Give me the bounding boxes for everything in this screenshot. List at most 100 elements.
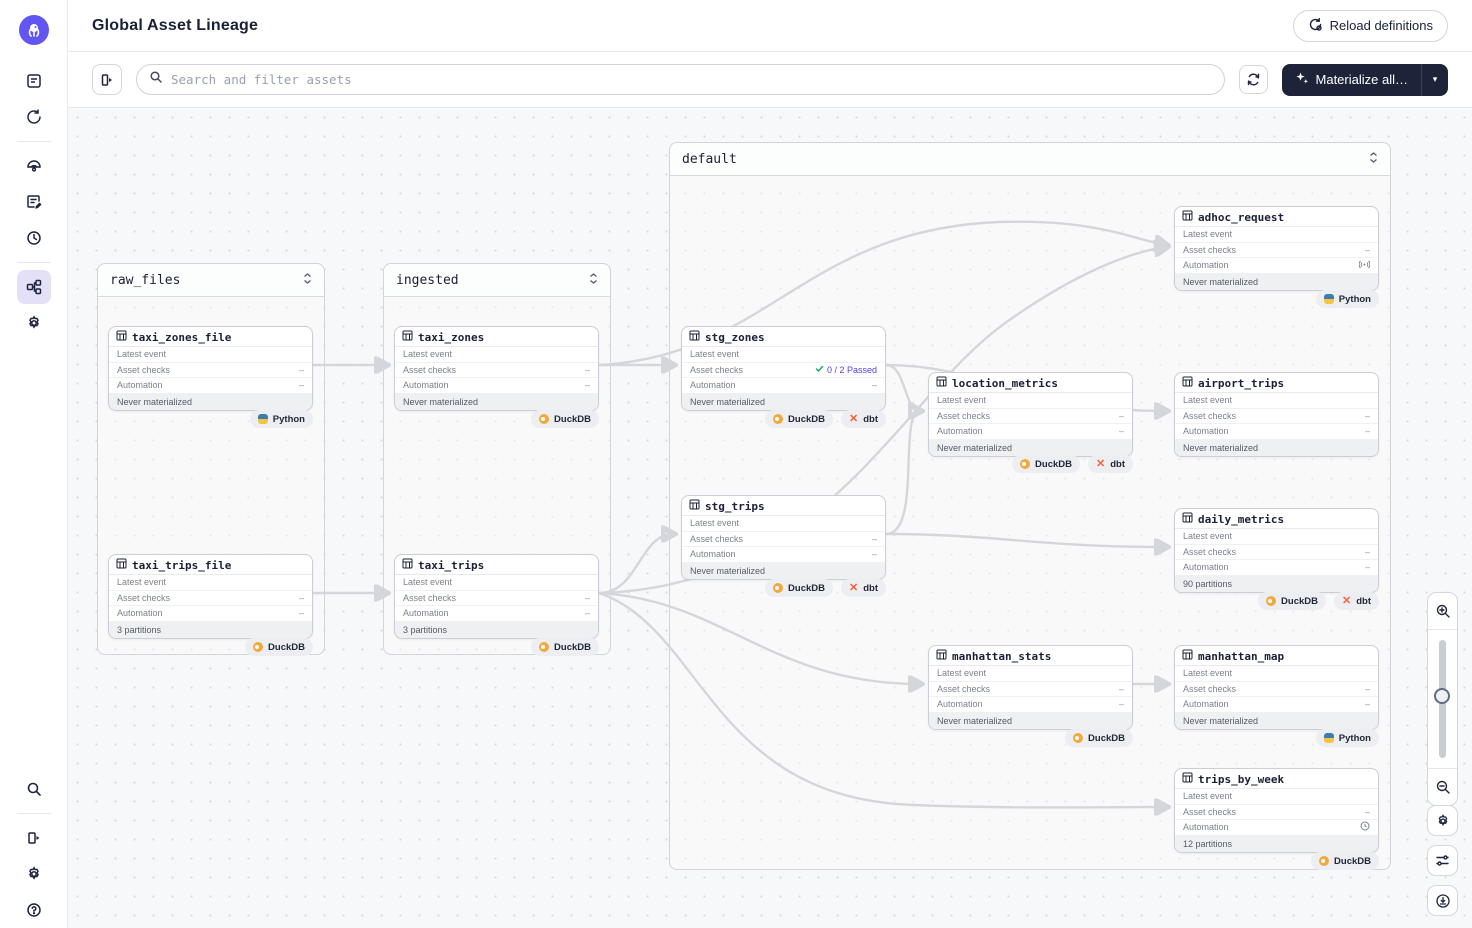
page-title: Global Asset Lineage	[92, 17, 258, 35]
compute-kind-badge[interactable]: DuckDB	[531, 410, 599, 428]
schedule-clock-icon[interactable]	[1360, 821, 1370, 833]
nav-deployment-icon[interactable]	[17, 149, 51, 183]
asset-node-airport-trips[interactable]: airport_trips Latest event Asset checks–…	[1174, 372, 1379, 457]
row-label: Asset checks	[1183, 547, 1236, 557]
compute-kind-badge[interactable]: Python	[1316, 290, 1379, 308]
help-icon[interactable]	[17, 893, 51, 927]
asset-node-taxi-trips-file[interactable]: taxi_trips_file Latest event Asset check…	[108, 554, 313, 639]
refresh-button[interactable]	[1239, 65, 1268, 94]
compute-kind-badge[interactable]: DuckDB	[1258, 592, 1326, 610]
duckdb-icon	[1266, 596, 1276, 606]
row-value: –	[1119, 684, 1124, 694]
asset-node-stg-trips[interactable]: stg_trips Latest event Asset checks– Aut…	[681, 495, 886, 580]
dagster-logo[interactable]	[19, 15, 49, 45]
asset-node-location-metrics[interactable]: location_metrics Latest event Asset chec…	[928, 372, 1133, 457]
row-label: Automation	[403, 380, 449, 390]
table-icon	[116, 330, 127, 344]
asset-node-taxi-trips[interactable]: taxi_trips Latest event Asset checks– Au…	[394, 554, 599, 639]
materialize-all-button[interactable]: Materialize all…	[1282, 64, 1421, 96]
row-label: Automation	[690, 549, 736, 559]
nav-settings-icon[interactable]	[17, 306, 51, 340]
badge-label: DuckDB	[554, 414, 591, 425]
row-label: Automation	[117, 608, 163, 618]
graph-settings-button[interactable]	[1427, 805, 1458, 836]
graph-filters-button[interactable]	[1427, 845, 1458, 876]
rail-divider	[17, 262, 51, 263]
nav-runs-icon[interactable]	[17, 100, 51, 134]
asset-name: stg_zones	[705, 331, 765, 344]
zoom-out-button[interactable]	[1428, 769, 1457, 805]
row-label: Latest event	[403, 577, 452, 587]
search-input[interactable]	[171, 72, 1212, 87]
nav-overview-icon[interactable]	[17, 64, 51, 98]
compute-kind-badge[interactable]: Python	[1316, 729, 1379, 747]
asset-name: airport_trips	[1198, 377, 1284, 390]
expand-panel-icon[interactable]	[17, 821, 51, 855]
table-icon	[1182, 210, 1193, 224]
asset-checks-link[interactable]: 0 / 2 Passed	[815, 364, 877, 375]
compute-kind-badge[interactable]: DuckDB	[245, 638, 313, 656]
asset-node-trips-by-week[interactable]: trips_by_week Latest event Asset checks–…	[1174, 768, 1379, 853]
row-value: –	[1365, 426, 1370, 436]
badge-label: DuckDB	[788, 414, 825, 425]
asset-node-taxi-zones[interactable]: taxi_zones Latest event Asset checks– Au…	[394, 326, 599, 411]
checks-value: 0 / 2 Passed	[827, 365, 877, 375]
row-label: Asset checks	[1183, 411, 1236, 421]
table-icon	[1182, 772, 1193, 786]
asset-node-adhoc-request[interactable]: adhoc_request Latest event Asset checks–…	[1174, 206, 1379, 291]
asset-node-daily-metrics[interactable]: daily_metrics Latest event Asset checks–…	[1174, 508, 1379, 593]
user-settings-icon[interactable]	[17, 857, 51, 891]
row-label: Asset checks	[690, 534, 743, 544]
zoom-in-button[interactable]	[1428, 593, 1457, 629]
badge-label: dbt	[863, 414, 878, 425]
compute-kind-badge[interactable]: ✕dbt	[841, 579, 886, 597]
zoom-slider-handle[interactable]	[1434, 688, 1450, 704]
reload-definitions-button[interactable]: Reload definitions	[1293, 10, 1448, 42]
compute-kind-badge[interactable]: ✕dbt	[1088, 455, 1133, 473]
compute-kind-badge[interactable]: Python	[250, 410, 313, 428]
rail-search-icon[interactable]	[17, 772, 51, 806]
asset-name: stg_trips	[705, 500, 765, 513]
asset-node-manhattan-map[interactable]: manhattan_map Latest event Asset checks–…	[1174, 645, 1379, 730]
nav-jobs-icon[interactable]	[17, 185, 51, 219]
asset-node-manhattan-stats[interactable]: manhattan_stats Latest event Asset check…	[928, 645, 1133, 730]
asset-search-bar[interactable]	[136, 64, 1225, 95]
compute-kind-badge[interactable]: ✕dbt	[841, 410, 886, 428]
chevron-down-icon: ▾	[1433, 74, 1438, 85]
asset-node-taxi-zones-file[interactable]: taxi_zones_file Latest event Asset check…	[108, 326, 313, 411]
partitions-status: 12 partitions	[1175, 836, 1378, 852]
left-nav-rail	[0, 0, 68, 928]
badge-label: DuckDB	[554, 642, 591, 653]
reload-definitions-label: Reload definitions	[1330, 18, 1433, 33]
asset-node-stg-zones[interactable]: stg_zones Latest event Asset checks 0 / …	[681, 326, 886, 411]
compute-kind-badge[interactable]: DuckDB	[1065, 729, 1133, 747]
compute-kind-badge[interactable]: DuckDB	[1311, 852, 1379, 870]
compute-kind-badge[interactable]: ✕dbt	[1334, 592, 1379, 610]
compute-kind-badge[interactable]: DuckDB	[531, 638, 599, 656]
lineage-graph-canvas[interactable]: raw_files ingested default	[68, 108, 1472, 928]
row-label: Asset checks	[117, 593, 170, 603]
zoom-slider-track[interactable]	[1439, 640, 1446, 758]
toggle-sidebar-button[interactable]	[92, 64, 122, 95]
nav-schedules-icon[interactable]	[17, 221, 51, 255]
sparkle-icon	[1295, 71, 1309, 88]
row-label: Automation	[1183, 426, 1229, 436]
compute-kind-badge[interactable]: DuckDB	[765, 410, 833, 428]
row-value: –	[585, 593, 590, 603]
compute-kind-badge[interactable]: DuckDB	[765, 579, 833, 597]
sensor-icon[interactable]	[1359, 260, 1370, 271]
row-label: Asset checks	[403, 593, 456, 603]
download-view-button[interactable]	[1427, 885, 1458, 916]
table-icon	[1182, 512, 1193, 526]
row-label: Latest event	[117, 577, 166, 587]
row-label: Latest event	[690, 349, 739, 359]
compute-kind-badge[interactable]: DuckDB	[1012, 455, 1080, 473]
asset-name: taxi_trips_file	[132, 559, 231, 572]
table-icon	[936, 649, 947, 663]
row-label: Latest event	[690, 518, 739, 528]
python-icon	[1324, 733, 1334, 743]
duckdb-icon	[253, 642, 263, 652]
materialize-all-caret-button[interactable]: ▾	[1421, 64, 1448, 96]
nav-asset-lineage-icon[interactable]	[17, 270, 51, 304]
duckdb-icon	[539, 414, 549, 424]
